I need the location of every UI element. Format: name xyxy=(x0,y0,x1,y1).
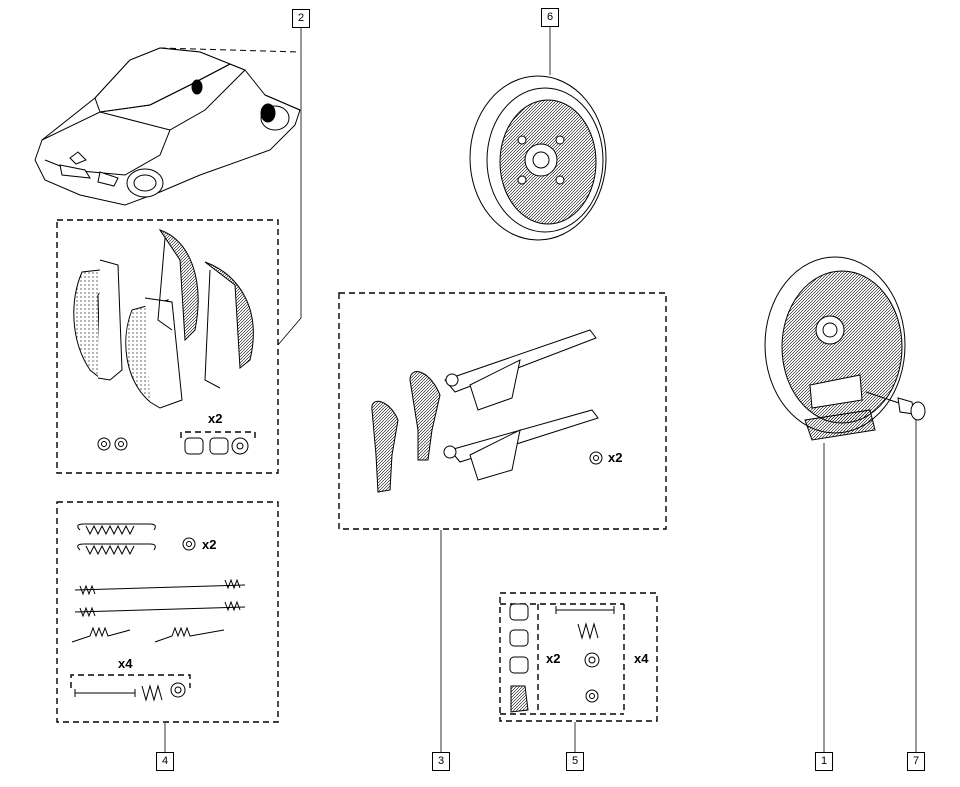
bracket-x2-shoes xyxy=(180,431,256,438)
adjuster-icon xyxy=(371,329,603,493)
callout-6: 6 xyxy=(541,8,559,27)
backing-plate-icon xyxy=(764,256,906,441)
kit-box-5-inner-left xyxy=(500,603,539,715)
car-icon xyxy=(34,47,301,206)
leader-lines xyxy=(164,26,917,752)
kit-boxes xyxy=(56,219,667,723)
spring-icon xyxy=(71,523,246,702)
callout-3: 3 xyxy=(432,752,450,771)
quantity-label-kit-pins: x4 xyxy=(634,651,649,666)
quantity-label-adjuster-washer: x2 xyxy=(608,450,623,465)
kit-box-5-inner-right xyxy=(540,603,625,715)
kit-box-2 xyxy=(56,219,279,474)
callout-1: 1 xyxy=(815,752,833,771)
brake-shoe-icon xyxy=(73,229,254,455)
bleed-screw-icon xyxy=(865,391,926,421)
kit-box-4 xyxy=(56,501,279,723)
callout-7: 7 xyxy=(907,752,925,771)
callout-5: 5 xyxy=(566,752,584,771)
quantity-label-washer: x2 xyxy=(202,537,217,552)
quantity-label-shoes: x2 xyxy=(208,411,223,426)
quantity-label-pins: x4 xyxy=(118,656,133,671)
hardware-kit-icon xyxy=(509,603,615,713)
callout-2: 2 xyxy=(292,9,310,28)
kit-box-3 xyxy=(338,292,667,530)
kit-box-5 xyxy=(499,592,658,722)
callout-4: 4 xyxy=(156,752,174,771)
brake-drum-icon xyxy=(469,75,607,241)
leader-line-2 xyxy=(277,27,302,346)
quantity-label-caps: x2 xyxy=(546,651,561,666)
bracket-x4-springs xyxy=(70,674,191,688)
